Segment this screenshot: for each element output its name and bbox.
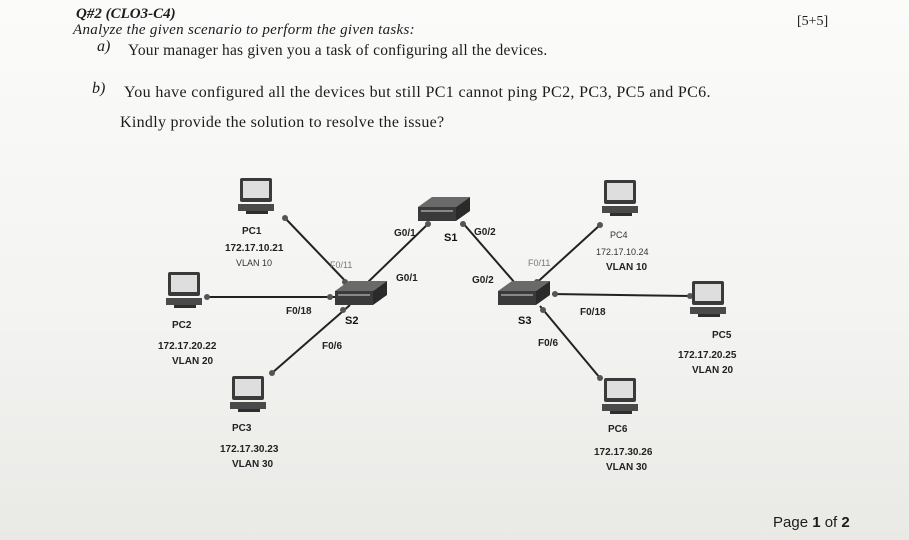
port-s2-f011: F0/11	[330, 260, 352, 270]
task-a-marker: a)	[97, 38, 111, 55]
link-s1-s2	[364, 221, 431, 286]
pc5-vlan: VLAN 20	[692, 365, 734, 376]
pc2-icon	[166, 272, 202, 308]
port-s3-g02: G0/2	[472, 275, 494, 286]
switch-s3-label: S3	[518, 315, 531, 327]
pc5-label-group: PC5 172.17.20.25 VLAN 20	[678, 330, 737, 376]
task-a-text: Your manager has given you a task of con…	[128, 42, 548, 59]
pc3-vlan: VLAN 30	[232, 459, 274, 470]
pc4-vlan: VLAN 10	[606, 262, 648, 273]
port-s2-f018: F0/18	[286, 306, 312, 317]
pc1-vlan: VLAN 10	[236, 258, 272, 268]
pc1-name: PC1	[242, 226, 262, 237]
pc6-ip: 172.17.30.26	[594, 447, 653, 458]
page-current: 1	[812, 514, 821, 531]
pc5-icon	[690, 281, 726, 317]
question-number: Q#2 (CLO3-C4)	[76, 6, 176, 22]
pc3-label-group: PC3 172.17.30.23 VLAN 30	[220, 423, 279, 470]
switch-s1-icon	[418, 197, 470, 221]
pc6-vlan: VLAN 30	[606, 462, 648, 473]
port-s3-f011: F0/11	[528, 258, 550, 268]
switch-s2-icon	[335, 281, 387, 305]
pc1-icon	[238, 178, 274, 214]
pc6-label-group: PC6 172.17.30.26 VLAN 30	[594, 424, 653, 473]
pc2-ip: 172.17.20.22	[158, 341, 217, 352]
link-pc4-s3	[531, 224, 601, 288]
port-s2-g01: G0/1	[396, 273, 418, 284]
link-pc5-s3	[551, 293, 691, 297]
link-pc1-s2	[284, 217, 353, 289]
page-number: Page 1 of 2	[773, 514, 850, 531]
link-pc6-s3	[539, 305, 601, 379]
network-links	[207, 217, 691, 379]
link-pc3-s2	[271, 304, 351, 374]
task-b-text-line1: You have configured all the devices but …	[124, 84, 711, 101]
pc4-icon	[602, 180, 638, 216]
instruction-text: Analyze the given scenario to perform th…	[73, 22, 415, 38]
pc6-icon	[602, 378, 638, 414]
pc6-name: PC6	[608, 424, 628, 435]
pc3-name: PC3	[232, 423, 252, 434]
port-s3-f06: F0/6	[538, 338, 558, 349]
task-b-text-line2: Kindly provide the solution to resolve t…	[120, 114, 445, 131]
pc2-label-group: PC2 172.17.20.22 VLAN 20	[158, 320, 217, 367]
port-s3-f018: F0/18	[580, 307, 606, 318]
port-s1-g02: G0/2	[474, 227, 496, 238]
pc4-ip: 172.17.10.24	[596, 247, 649, 257]
link-s1-s3	[461, 221, 516, 284]
marks-label: [5+5]	[797, 14, 829, 29]
page-total: 2	[841, 514, 850, 531]
page-prefix: Page	[773, 514, 813, 531]
switch-s3-icon	[498, 281, 550, 305]
pc1-label-group: PC1 172.17.10.21 VLAN 10	[225, 226, 284, 268]
task-b-marker: b)	[92, 80, 106, 97]
port-s2-f06: F0/6	[322, 341, 342, 352]
switch-s1-label: S1	[444, 232, 457, 244]
switch-s2-label: S2	[345, 315, 358, 327]
port-s1-g01: G0/1	[394, 228, 416, 239]
pc4-name: PC4	[610, 230, 628, 240]
pc5-name: PC5	[712, 330, 732, 341]
pc2-vlan: VLAN 20	[172, 356, 214, 367]
pc1-ip: 172.17.10.21	[225, 243, 284, 254]
pc2-name: PC2	[172, 320, 192, 331]
pc3-ip: 172.17.30.23	[220, 444, 279, 455]
pc5-ip: 172.17.20.25	[678, 350, 737, 361]
pc4-label-group: PC4 172.17.10.24 VLAN 10	[596, 230, 649, 273]
page-mid: of	[820, 514, 842, 531]
pc3-icon	[230, 376, 266, 412]
